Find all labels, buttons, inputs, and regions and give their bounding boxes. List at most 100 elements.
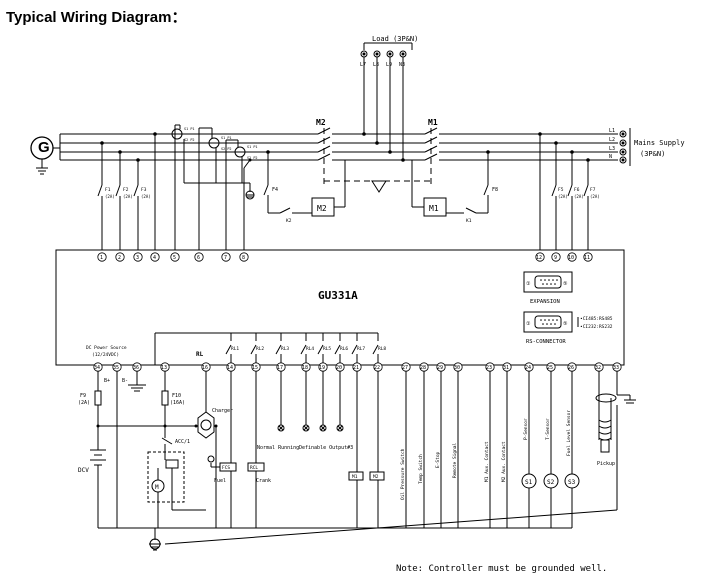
b-minus-label: B- xyxy=(122,378,128,384)
relay-rl8: RL8 xyxy=(378,346,386,352)
load-terminal-l7: L7 xyxy=(360,62,366,68)
ground-bus xyxy=(98,405,618,551)
m1-label: M1 xyxy=(428,118,438,127)
output-lamps: Normal Running Definable Output#3 xyxy=(257,371,353,451)
m2-label: M2 xyxy=(316,118,326,127)
terminal-21: 21 xyxy=(353,365,359,371)
dc-voltage-label: (12/24VDC) xyxy=(92,352,119,358)
terminal-20: 20 xyxy=(336,365,342,371)
relay-wiring: RL1 RL2 RL3 RL4 RL5 RL6 RL7 RL8 RL xyxy=(86,332,386,365)
m1-box-label: M1 xyxy=(352,474,358,480)
bottom-terminals: 34 35 36 13 16 14 15 17 18 19 20 21 22 2… xyxy=(93,362,622,372)
load-label: Load (3P&N) xyxy=(372,35,418,43)
terminal-28: 28 xyxy=(420,365,426,371)
relay-rl7: RL7 xyxy=(357,346,365,352)
terminal-18: 18 xyxy=(302,365,308,371)
terminal-16: 16 xyxy=(202,365,208,371)
fuse-f5-rating: (2A) xyxy=(558,194,568,199)
oil-pressure-label: Oil Pressure Switch xyxy=(400,448,406,500)
remote-signal-label: Remote Signal xyxy=(452,442,458,478)
mains-terminals: L1 L2 L3 N Mains Supply (3P&N) xyxy=(609,128,685,166)
coil-m1-label: M1 xyxy=(429,204,439,213)
e-stop-label: E-Stop xyxy=(435,451,441,468)
fuse-f3: F3 xyxy=(141,187,147,193)
starter-box xyxy=(147,451,185,503)
mains-supply-label: Mains Supply xyxy=(634,139,685,147)
pickup: Pickup xyxy=(595,371,636,467)
grounding-note: Note: Controller must be grounded well. xyxy=(396,564,607,574)
mains-supply-phase: (3P&N) xyxy=(640,150,665,158)
sensor-s1: S1 xyxy=(525,479,533,486)
ct-b-icon xyxy=(208,137,220,149)
charger-icon xyxy=(197,411,215,439)
m2-box-label: M2 xyxy=(373,474,379,480)
terminal-5: 5 xyxy=(173,255,176,261)
relay-rl6: RL6 xyxy=(340,346,348,352)
load-terminal-l8: L8 xyxy=(373,62,379,68)
ct-c-bot: S2 P2 xyxy=(247,156,258,160)
fuse-f2: F2 xyxy=(123,187,129,193)
f4-label: F4 xyxy=(272,187,278,193)
top-terminals: 1 2 3 4 5 6 7 8 12 9 10 11 xyxy=(97,252,593,262)
aux-coils: M1 M2 xyxy=(348,371,385,528)
coil-m2-label: M2 xyxy=(317,204,327,213)
temp-switch-label: Temp Switch xyxy=(418,454,424,484)
b-plus-label: B+ xyxy=(104,378,110,384)
m1-aux-label: M1 Aux. Contact xyxy=(484,441,490,482)
terminal-2: 2 xyxy=(118,255,121,261)
fuel-label: Fuel xyxy=(214,478,226,484)
ct-c-top: S1 P1 xyxy=(247,145,258,149)
mains-bus xyxy=(439,133,618,161)
fuel-box: FCS xyxy=(222,465,230,471)
mid-bus xyxy=(332,133,425,161)
terminal-8: 8 xyxy=(242,255,245,261)
terminal-35: 35 xyxy=(113,365,119,371)
ct-a-top: S1 P1 xyxy=(184,127,195,131)
lamp-output-2-icon xyxy=(319,424,327,432)
f8-label: F8 xyxy=(492,187,498,193)
fuse-f10: F10 xyxy=(172,393,181,399)
fuse-f10-icon xyxy=(161,390,169,406)
terminal-14: 14 xyxy=(227,365,233,371)
generator-label: G xyxy=(38,139,50,156)
fuse-f6-rating: (2A) xyxy=(574,194,584,199)
coil-m1-circuit: F8 K1 M1 xyxy=(411,150,498,224)
fuse-f7-rating: (2A) xyxy=(590,194,600,199)
svg-text:①: ① xyxy=(526,281,531,287)
dc-power-label: DC Power Source xyxy=(86,345,127,351)
charger: Charger xyxy=(194,371,233,528)
expansion-label: EXPANSION xyxy=(530,299,560,305)
rs-note-232: •CI232:RS232 xyxy=(580,324,613,330)
terminal-23: 23 xyxy=(486,365,492,371)
fuse-f5: F5 xyxy=(558,187,564,193)
terminal-33: 33 xyxy=(613,365,619,371)
fuse-f2-rating: (2A) xyxy=(123,194,133,199)
fuse-f10-rating: (16A) xyxy=(170,400,185,406)
load-terminal-l9: L9 xyxy=(386,62,392,68)
fuse-f1-rating: (2A) xyxy=(105,194,115,199)
dcv-label: DCV xyxy=(78,467,89,474)
fuse-f7: F7 xyxy=(590,187,596,193)
m1-coil-box-icon xyxy=(348,471,364,481)
relay-rl1: RL1 xyxy=(231,346,239,352)
load-terminal-n3: N3 xyxy=(399,62,405,68)
fuse-f9-icon xyxy=(94,390,102,406)
mains-line-l1: L1 xyxy=(609,128,615,134)
fuel-crank: FCS RCL Fuel Crank xyxy=(207,371,271,528)
charger-label: Charger xyxy=(212,408,233,414)
pickup-label: Pickup xyxy=(597,461,615,467)
terminal-10: 10 xyxy=(568,255,574,261)
mains-line-l3: L3 xyxy=(609,146,615,152)
svg-text:①: ① xyxy=(526,321,531,327)
terminal-29: 29 xyxy=(437,365,443,371)
motor-label: M xyxy=(155,484,159,491)
relay-rl4: RL4 xyxy=(306,346,314,352)
coil-m2-circuit: F4 K2 M2 xyxy=(263,150,346,224)
ct-a-icon xyxy=(171,128,183,140)
k2-label: K2 xyxy=(286,218,292,224)
pickup-coil-icon xyxy=(598,419,612,441)
rs-note-485: •CI485:RS485 xyxy=(580,316,613,322)
terminal-7: 7 xyxy=(224,255,227,261)
definable-output-label: Definable Output#3 xyxy=(299,445,353,451)
page-title: Typical Wiring Diagram： xyxy=(6,9,186,26)
